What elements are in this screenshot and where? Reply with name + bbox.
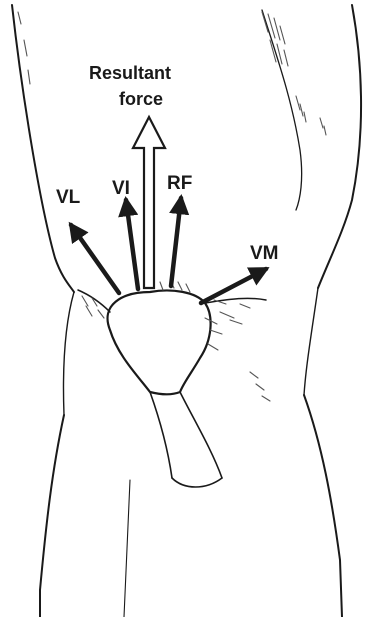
rf-vector-arrow bbox=[171, 198, 181, 286]
rf-label: RF bbox=[167, 173, 192, 194]
lower-leg-right-edge bbox=[304, 395, 342, 617]
vm-label: VM bbox=[250, 243, 279, 264]
patella-outline bbox=[108, 290, 211, 394]
knee-side-right bbox=[304, 288, 318, 395]
knee-side-left bbox=[63, 292, 74, 415]
resultant-force-arrow bbox=[133, 117, 165, 288]
patellar-tendon-left bbox=[150, 392, 172, 478]
knee-crease-right bbox=[205, 298, 266, 303]
resultant-force-arrow-shape bbox=[133, 117, 165, 288]
resultant-label-line1: Resultant bbox=[89, 63, 171, 83]
vl-label: VL bbox=[56, 187, 81, 208]
thigh-right-edge bbox=[318, 5, 361, 288]
muscle-vectors bbox=[71, 198, 266, 303]
vl-vector-arrow bbox=[71, 225, 119, 293]
shade-thigh-mid-right bbox=[296, 96, 326, 135]
patella bbox=[78, 290, 266, 487]
resultant-label-line2: force bbox=[119, 89, 163, 109]
shade-lower-right bbox=[250, 372, 270, 401]
vi-vector-arrow bbox=[126, 200, 138, 289]
shade-knee-right bbox=[205, 300, 250, 350]
shade-knee-left bbox=[82, 296, 104, 318]
lower-leg-left-edge bbox=[40, 415, 64, 617]
thigh-inner-contour bbox=[262, 10, 302, 210]
labels: Resultant force VL VI RF VM bbox=[56, 63, 279, 264]
vm-vector-arrow bbox=[201, 269, 266, 303]
shin-contour bbox=[124, 480, 130, 617]
patellar-tendon-right bbox=[180, 392, 222, 478]
thigh-left-edge bbox=[12, 5, 74, 292]
tibial-tuberosity bbox=[172, 478, 222, 487]
vi-label: VI bbox=[112, 178, 130, 199]
leg-outline bbox=[12, 5, 361, 617]
